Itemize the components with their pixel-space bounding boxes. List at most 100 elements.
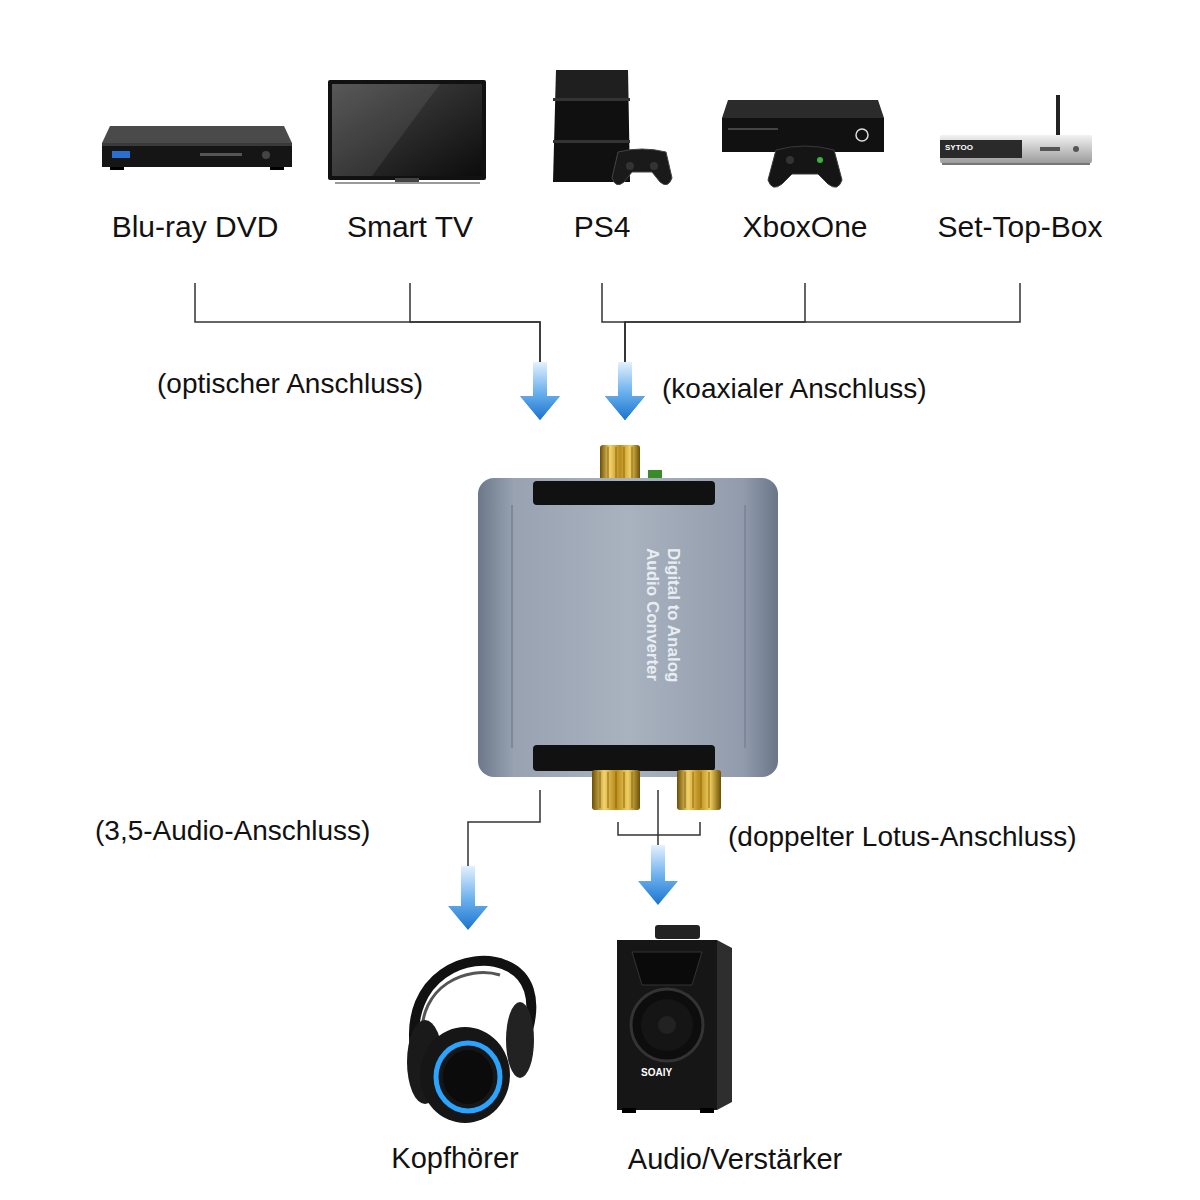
converter-illustration — [600, 772, 709, 808]
bluray-player-illustration — [102, 143, 292, 167]
flow-arrow — [520, 362, 560, 420]
signal-connector — [638, 790, 678, 905]
connection-label: (3,5-Audio-Anschluss) — [95, 814, 370, 848]
speaker-illustration — [617, 925, 732, 1113]
smart-tv-illustration — [395, 178, 419, 182]
ps4-illustration — [612, 149, 672, 185]
speaker-illustration — [658, 1016, 676, 1034]
bluray-player-illustration — [112, 151, 130, 158]
smart-tv-illustration — [335, 182, 480, 184]
set-top-box-illustration — [1056, 95, 1060, 137]
converter-text: Digital to Analog Audio Converter — [642, 548, 684, 720]
flow-arrow — [520, 362, 560, 420]
converter-illustration — [677, 770, 721, 810]
xbox-one-illustration — [722, 100, 884, 187]
headphones-illustration — [436, 1043, 500, 1111]
bluray-player-illustration — [270, 167, 284, 170]
flow-arrow — [605, 362, 645, 420]
bluray-player-illustration — [102, 126, 292, 170]
headphones-illustration — [407, 961, 534, 1123]
set-top-box-illustration — [940, 95, 1092, 165]
flow-arrow — [605, 362, 645, 420]
xbox-one-illustration — [722, 100, 884, 118]
converter-illustration — [533, 481, 715, 505]
flow-arrow — [638, 845, 678, 905]
device-label: PS4 — [530, 208, 674, 246]
source-device: Smart TV — [320, 60, 500, 283]
converter-illustration — [478, 478, 778, 777]
connection-label: (doppelter Lotus-Anschluss) — [728, 820, 1077, 854]
converter-illustration — [512, 505, 745, 748]
lotus-bracket — [618, 822, 700, 835]
signal-connector — [602, 283, 645, 420]
device-label: Blu-ray DVD — [85, 208, 305, 246]
speaker-illustration — [632, 952, 702, 985]
speaker-illustration — [641, 999, 693, 1051]
set-top-box-illustration — [942, 163, 1090, 165]
signal-connector — [195, 283, 560, 420]
xbox-one-illustration — [768, 146, 842, 187]
smart-tv-illustration — [328, 80, 486, 180]
source-device: PS4 — [530, 60, 674, 283]
ps4-illustration — [650, 162, 658, 170]
connector-line — [468, 790, 540, 866]
converter-illustration — [533, 745, 715, 771]
xbox-one-illustration — [856, 129, 868, 141]
connector-line — [602, 283, 625, 362]
xbox-one-illustration — [786, 156, 794, 164]
ps4-illustration — [626, 162, 634, 170]
bluray-player-illustration — [102, 143, 292, 146]
bluray-player-illustration — [102, 126, 292, 143]
converter-illustration — [608, 447, 632, 483]
smart-tv-illustration — [332, 84, 440, 176]
speaker-illustration — [717, 940, 732, 1110]
headphones-illustration — [443, 1050, 493, 1104]
source-device: XboxOne — [715, 60, 895, 283]
output-device: Kopfhörer — [370, 930, 540, 1180]
signal-connector — [605, 283, 1020, 420]
speaker-illustration — [631, 989, 703, 1061]
ps4-illustration — [553, 140, 630, 143]
signal-connector — [448, 790, 540, 930]
set-top-box-illustration — [940, 140, 1022, 158]
ps4-illustration — [553, 70, 672, 185]
bluray-player-illustration — [262, 151, 270, 159]
connection-label: (koaxialer Anschluss) — [662, 372, 927, 406]
source-device: Set-Top-Box — [920, 60, 1120, 283]
output-device: Audio/Verstärker — [595, 905, 875, 1180]
set-top-box-illustration — [940, 135, 1092, 163]
bluray-player-illustration — [110, 167, 124, 170]
flow-arrow — [605, 362, 645, 420]
smart-tv-illustration — [332, 84, 482, 176]
smart-tv-illustration — [328, 80, 486, 183]
connector-line — [195, 283, 540, 362]
brand-label: SOAIY — [641, 1067, 672, 1079]
lotus-bracket — [618, 822, 700, 835]
speaker-illustration — [617, 940, 717, 1110]
connector-line — [410, 283, 540, 362]
converter-device: Digital to Analog Audio Converter — [480, 420, 775, 790]
device-label: XboxOne — [715, 208, 895, 246]
xbox-one-illustration — [728, 128, 778, 130]
ps4-illustration — [556, 70, 628, 98]
converter-illustration — [478, 445, 778, 810]
speaker-illustration — [700, 1108, 714, 1113]
ps4-illustration — [553, 98, 630, 101]
connector-line — [657, 790, 659, 845]
connector-line — [625, 283, 1020, 362]
connection-label: (optischer Anschluss) — [157, 367, 423, 401]
headphones-illustration — [420, 1027, 510, 1123]
brand-label: SYTOO — [945, 143, 973, 153]
device-label: Set-Top-Box — [920, 208, 1120, 246]
device-label: Kopfhörer — [370, 1140, 540, 1176]
xbox-one-illustration — [817, 157, 823, 163]
speaker-illustration — [655, 925, 700, 939]
headphones-illustration — [506, 1002, 534, 1078]
device-label: Smart TV — [320, 208, 500, 246]
source-device: Blu-ray DVD — [85, 60, 305, 283]
bluray-player-illustration — [200, 153, 242, 156]
device-label: Audio/Verstärker — [595, 1141, 875, 1177]
